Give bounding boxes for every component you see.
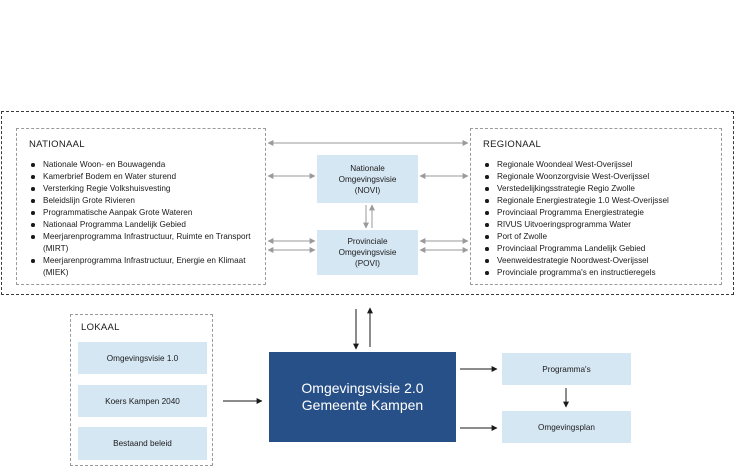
main-box: Omgevingsvisie 2.0 Gemeente Kampen <box>269 352 456 442</box>
regionaal-item: Verstedelijkingsstrategie Regio Zwolle <box>483 183 719 195</box>
lokaal-group: LOKAAL <box>70 314 213 466</box>
nationaal-title: NATIONAAL <box>29 139 85 150</box>
nationaal-group: NATIONAAL Nationale Woon- en Bouwagenda … <box>16 128 266 285</box>
programmas-box: Programma's <box>502 353 631 385</box>
regionaal-item: RIVUS Uitvoeringsprogramma Water <box>483 219 719 231</box>
nationaal-list: Nationale Woon- en Bouwagenda Kamerbrief… <box>29 159 261 279</box>
nationaal-item: Meerjarenprogramma Infrastructuur, Energ… <box>29 255 261 279</box>
regionaal-item: Provinciaal Programma Landelijk Gebied <box>483 243 719 255</box>
novi-box: Nationale Omgevingsvisie (NOVI) <box>317 155 418 203</box>
nationaal-item: Kamerbrief Bodem en Water sturend <box>29 171 261 183</box>
outer-frame <box>1 111 734 295</box>
regionaal-title: REGIONAAL <box>483 139 542 150</box>
nationaal-item: Programmatische Aanpak Grote Wateren <box>29 207 261 219</box>
regionaal-item: Port of Zwolle <box>483 231 719 243</box>
regionaal-group: REGIONAAL Regionale Woondeal West-Overij… <box>470 128 722 285</box>
povi-line-1: Provinciale <box>347 237 388 246</box>
regionaal-item: Regionale Woondeal West-Overijssel <box>483 159 719 171</box>
povi-line-3: (POVI) <box>354 259 381 268</box>
omgevingsplan-box: Omgevingsplan <box>502 411 631 443</box>
novi-line-2: Omgevingsvisie <box>338 174 397 184</box>
novi-line-1: Nationale <box>350 163 385 173</box>
regionaal-item: Regionale Woonzorgvisie West-Overijssel <box>483 171 719 183</box>
regionaal-list: Regionale Woondeal West-Overijssel Regio… <box>483 159 719 279</box>
povi-box: Provinciale Omgevingsvisie (POVI) <box>317 230 418 275</box>
nationaal-item: Versterking Regie Volkshuisvesting <box>29 183 261 195</box>
lokaal-item-box: Koers Kampen 2040 <box>78 385 207 417</box>
regionaal-item: Provinciale programma's en instructiereg… <box>483 267 719 279</box>
regionaal-item: Regionale Energiestrategie 1.0 West-Over… <box>483 195 719 207</box>
nationaal-item: Nationaal Programma Landelijk Gebied <box>29 219 261 231</box>
lokaal-item-box: Bestaand beleid <box>78 427 207 460</box>
nationaal-item: Beleidslijn Grote Rivieren <box>29 195 261 207</box>
main-line-2: Gemeente Kampen <box>301 397 424 413</box>
regionaal-item: Provinciaal Programma Energiestrategie <box>483 207 719 219</box>
main-line-1: Omgevingsvisie 2.0 <box>301 380 424 396</box>
regionaal-item: Veenweidestrategie Noordwest-Overijssel <box>483 255 719 267</box>
lokaal-title: LOKAAL <box>81 322 120 333</box>
nationaal-item: Nationale Woon- en Bouwagenda <box>29 159 261 171</box>
lokaal-item-box: Omgevingsvisie 1.0 <box>78 342 207 374</box>
novi-line-3: (NOVI) <box>354 185 381 195</box>
nationaal-item: Meerjarenprogramma Infrastructuur, Ruimt… <box>29 231 261 255</box>
povi-line-2: Omgevingsvisie <box>338 248 397 257</box>
